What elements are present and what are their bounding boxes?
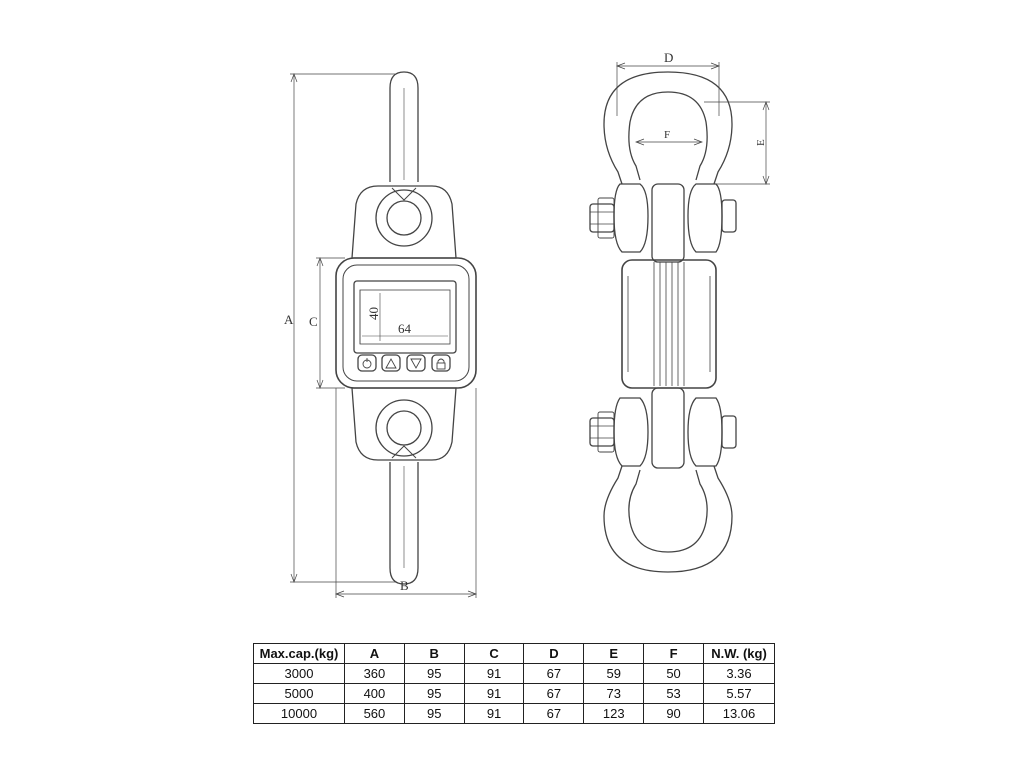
dimension-d-label: D xyxy=(664,50,673,65)
table-cell: 95 xyxy=(403,683,465,704)
top-lug-side xyxy=(651,183,685,263)
dimension-c-label: C xyxy=(309,314,318,329)
table-cell: 13.06 xyxy=(703,703,775,724)
header-max-cap: Max.cap.(kg) xyxy=(253,643,345,664)
bottom-lug xyxy=(351,387,457,461)
spec-table: Max.cap.(kg) A B C D E F N.W. (kg) 3000 … xyxy=(253,643,775,724)
table-cell: 3.36 xyxy=(703,663,775,684)
header-d: D xyxy=(523,643,585,664)
header-e: E xyxy=(583,643,645,664)
top-lug xyxy=(351,185,457,259)
down-triangle-icon[interactable] xyxy=(406,354,426,372)
top-nut xyxy=(589,197,615,239)
table-cell: 67 xyxy=(523,683,585,704)
table-cell: 360 xyxy=(344,663,405,684)
table-cell: 95 xyxy=(403,703,465,724)
bottom-lug-side xyxy=(651,387,685,469)
header-b: B xyxy=(403,643,465,664)
top-shackle xyxy=(603,71,733,185)
power-icon[interactable] xyxy=(357,354,377,372)
dimension-e xyxy=(704,101,770,185)
dimension-a xyxy=(290,73,395,583)
body-ribs xyxy=(653,262,685,386)
table-cell: 53 xyxy=(643,683,704,704)
lock-icon[interactable] xyxy=(431,354,451,372)
header-c: C xyxy=(463,643,525,664)
display-width-label: 64 xyxy=(398,321,412,336)
table-cell: 123 xyxy=(583,703,645,724)
table-cell: 91 xyxy=(463,703,525,724)
bottom-nut xyxy=(589,411,615,453)
bottom-shackle xyxy=(603,465,733,573)
header-nw: N.W. (kg) xyxy=(703,643,775,664)
front-view: 40 64 xyxy=(284,71,477,598)
technical-drawing: 40 64 xyxy=(284,50,770,598)
table-cell: 91 xyxy=(463,683,525,704)
dimension-c xyxy=(316,257,345,389)
table-cell: 3000 xyxy=(253,663,345,684)
up-triangle-icon[interactable] xyxy=(381,354,401,372)
dimension-b-label: B xyxy=(400,578,409,593)
table-cell: 50 xyxy=(643,663,704,684)
table-cell: 73 xyxy=(583,683,645,704)
table-cell: 560 xyxy=(344,703,405,724)
table-cell: 95 xyxy=(403,663,465,684)
scale-body-side xyxy=(621,259,717,389)
header-a: A xyxy=(344,643,405,664)
side-view: D F E xyxy=(589,50,770,573)
table-row: 5000 400 95 91 67 73 53 5.57 xyxy=(253,683,775,704)
dimension-b xyxy=(335,388,477,598)
table-cell: 91 xyxy=(463,663,525,684)
table-cell: 67 xyxy=(523,663,585,684)
table-header-row: Max.cap.(kg) A B C D E F N.W. (kg) xyxy=(253,643,775,664)
dimension-e-label: E xyxy=(755,139,767,146)
display-height-label: 40 xyxy=(366,307,381,320)
table-row: 10000 560 95 91 67 123 90 13.06 xyxy=(253,703,775,724)
dimension-a-label: A xyxy=(284,312,294,327)
dimension-f-label: F xyxy=(664,129,670,141)
table-cell: 90 xyxy=(643,703,704,724)
display-window xyxy=(353,280,457,354)
table-cell: 10000 xyxy=(253,703,345,724)
table-cell: 400 xyxy=(344,683,405,704)
dimension-f xyxy=(635,138,703,146)
table-row: 3000 360 95 91 67 59 50 3.36 xyxy=(253,663,775,684)
table-cell: 5.57 xyxy=(703,683,775,704)
table-cell: 5000 xyxy=(253,683,345,704)
table-cell: 67 xyxy=(523,703,585,724)
top-loop xyxy=(389,71,419,182)
dimension-d xyxy=(616,62,720,116)
bottom-loop xyxy=(389,462,419,585)
table-cell: 59 xyxy=(583,663,645,684)
header-f: F xyxy=(643,643,704,664)
